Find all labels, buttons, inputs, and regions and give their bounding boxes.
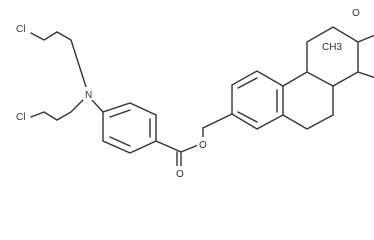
steroid-rings [231, 26, 374, 130]
ketone-oxygen-atom: O [352, 8, 360, 19]
chlorine-atom-lower: Cl [16, 112, 25, 123]
nitrogen-mustard-chains [30, 31, 88, 121]
phenylacetate-ring [91, 99, 157, 154]
ester-oxygen-atom: O [199, 140, 207, 151]
carbonyl-oxygen-atom: O [176, 169, 184, 180]
molecule-structure-diagram: Cl Cl N O O CH3 O [14, 5, 374, 180]
ester-linker [155, 113, 233, 171]
methyl-group: CH3 [322, 42, 342, 53]
chlorine-atom-upper: Cl [16, 24, 25, 35]
atom-labels: Cl Cl N O O CH3 O [14, 5, 361, 180]
nitrogen-atom: N [85, 90, 92, 101]
